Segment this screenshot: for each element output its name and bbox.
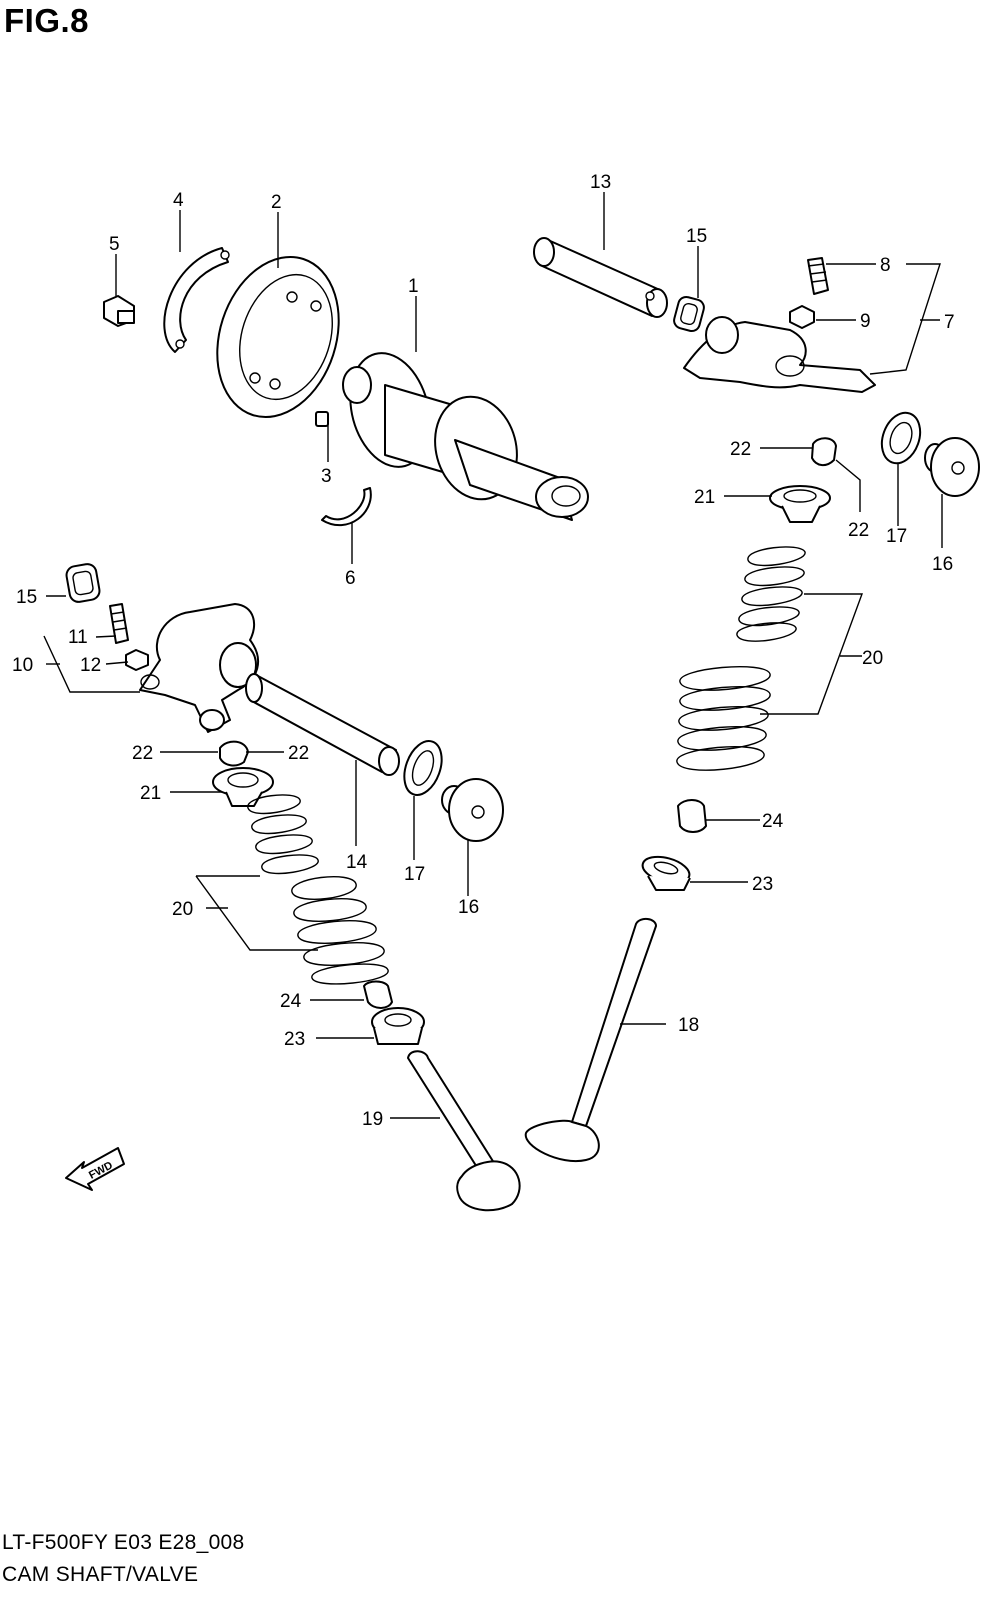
callout-22-right-b: 22 bbox=[848, 520, 869, 541]
callout-24-left: 24 bbox=[280, 991, 302, 1012]
callout-22-left-a: 22 bbox=[132, 743, 153, 764]
o-ring-cap-upper[interactable] bbox=[875, 407, 927, 468]
callout-16-lower: 16 bbox=[458, 897, 479, 918]
callout-2: 2 bbox=[271, 192, 282, 213]
callout-15-upper: 15 bbox=[686, 226, 707, 247]
rocker-arm-shaft-upper[interactable] bbox=[533, 237, 668, 318]
callout-11: 11 bbox=[68, 627, 88, 648]
callout-4: 4 bbox=[173, 190, 184, 211]
valve-spring-outer-left[interactable] bbox=[291, 876, 389, 985]
valve-spring-inner-left[interactable] bbox=[247, 794, 319, 875]
callout-14: 14 bbox=[346, 852, 368, 873]
callout-9: 9 bbox=[860, 311, 871, 332]
o-ring-left[interactable] bbox=[65, 563, 101, 604]
callout-7: 7 bbox=[944, 312, 955, 333]
rocker-arm-upper[interactable] bbox=[683, 316, 876, 393]
o-ring-cap-lower[interactable] bbox=[397, 736, 448, 800]
callout-12: 12 bbox=[80, 655, 101, 676]
callout-20-left: 20 bbox=[172, 899, 193, 920]
valve-spring-outer-right[interactable] bbox=[676, 665, 771, 771]
dowel-pin[interactable] bbox=[315, 411, 329, 427]
callout-22-right-a: 22 bbox=[730, 439, 751, 460]
rocker-arm-left[interactable] bbox=[139, 603, 259, 733]
tappet-adjusting-screw-upper[interactable] bbox=[807, 257, 829, 295]
figure-title: FIG.8 bbox=[4, 2, 90, 39]
tappet-nut-upper[interactable] bbox=[789, 305, 815, 329]
callout-6: 6 bbox=[345, 568, 356, 589]
callout-5: 5 bbox=[109, 234, 120, 255]
callout-23-right: 23 bbox=[752, 874, 773, 895]
tappet-adjusting-screw-left[interactable] bbox=[109, 603, 129, 644]
camshaft[interactable] bbox=[338, 344, 589, 521]
callout-17-lower: 17 bbox=[404, 864, 425, 885]
callout-8: 8 bbox=[880, 255, 891, 276]
valve-spring-seat-right[interactable] bbox=[640, 852, 693, 891]
rocker-arm-shaft-left[interactable] bbox=[245, 673, 400, 776]
valve-cotter-right[interactable] bbox=[811, 437, 837, 466]
rocker-shaft-cap-lower[interactable] bbox=[441, 778, 504, 842]
valve-spring-inner-right[interactable] bbox=[736, 546, 806, 642]
callout-15-left: 15 bbox=[16, 587, 37, 608]
callout-19: 19 bbox=[362, 1109, 383, 1130]
callout-13: 13 bbox=[590, 172, 611, 193]
o-ring-upper[interactable] bbox=[672, 295, 705, 333]
section-name: CAM SHAFT/VALVE bbox=[2, 1563, 199, 1586]
callout-22-left-b: 22 bbox=[288, 743, 309, 764]
callout-1: 1 bbox=[408, 276, 419, 297]
intake-valve[interactable] bbox=[524, 918, 657, 1163]
camshaft-sprocket[interactable] bbox=[197, 241, 358, 433]
callout-21-right: 21 bbox=[694, 487, 715, 508]
callout-24-right: 24 bbox=[762, 811, 784, 832]
model-code: LT-F500FY E03 E28_008 bbox=[2, 1531, 245, 1554]
tappet-nut-left[interactable] bbox=[125, 649, 149, 671]
camshaft-circlip[interactable] bbox=[321, 487, 372, 527]
valve-stem-seal-left[interactable] bbox=[363, 980, 393, 1009]
callout-10: 10 bbox=[12, 655, 33, 676]
callout-18: 18 bbox=[678, 1015, 699, 1036]
callout-17-upper: 17 bbox=[886, 526, 907, 547]
fwd-direction-arrow: FWD bbox=[65, 1147, 125, 1191]
sprocket-retainer-ring[interactable] bbox=[163, 247, 230, 353]
valve-cotter-left[interactable] bbox=[219, 740, 249, 767]
valve-spring-retainer-right[interactable] bbox=[769, 485, 831, 523]
valve-spring-retainer-left[interactable] bbox=[212, 767, 274, 807]
rocker-shaft-cap-upper[interactable] bbox=[924, 437, 980, 497]
valve-spring-seat-left[interactable] bbox=[371, 1007, 425, 1045]
valve-stem-seal-right[interactable] bbox=[677, 799, 707, 833]
callout-23-left: 23 bbox=[284, 1029, 305, 1050]
callout-16-upper: 16 bbox=[932, 554, 953, 575]
callout-20-right: 20 bbox=[862, 648, 883, 669]
exhaust-valve[interactable] bbox=[407, 1050, 521, 1212]
callout-21-left: 21 bbox=[140, 783, 161, 804]
sprocket-bolt[interactable] bbox=[103, 295, 135, 327]
callout-3: 3 bbox=[321, 466, 332, 487]
